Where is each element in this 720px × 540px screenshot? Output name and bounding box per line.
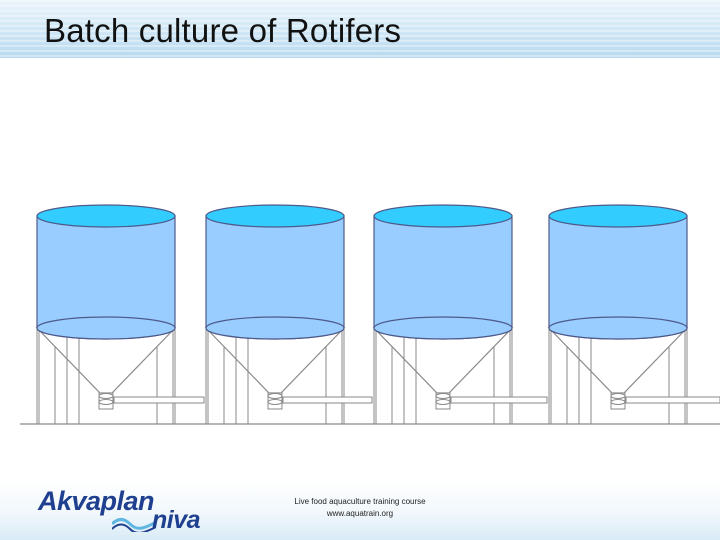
drain-pipe [282, 396, 373, 404]
logo-word-niva: niva [152, 506, 201, 534]
tank-water-surface [36, 204, 176, 228]
logo-wave-icon [112, 518, 156, 532]
outlet-valve-ring [98, 399, 114, 405]
title-bar-stripes [0, 0, 720, 58]
tank-bottom-rim [548, 316, 688, 340]
outlet-valve-ring [267, 399, 283, 405]
footer-band [0, 478, 720, 540]
outlet-valve-top [610, 393, 626, 399]
outlet-valve-ring [435, 399, 451, 405]
logo-word-akvaplan: Akvaplan [38, 486, 155, 516]
tank-leg-outer-left [373, 327, 377, 425]
tank-leg-outer-left [548, 327, 552, 425]
tank-leg-outer-right [509, 327, 513, 425]
title-bar: Batch culture of Rotifers [0, 0, 720, 58]
tank-leg-outer-right [341, 327, 345, 425]
tank-leg-outer-right [172, 327, 176, 425]
drain-pipe [450, 396, 548, 404]
outlet-valve-top [435, 393, 451, 399]
tank-bottom-rim [205, 316, 345, 340]
tank-bottom-rim [36, 316, 176, 340]
slide-title: Batch culture of Rotifers [44, 12, 402, 49]
drain-pipe [113, 396, 205, 404]
outlet-valve-ring [610, 399, 626, 405]
akvaplan-niva-logo: Akvaplan niva [36, 486, 216, 534]
drain-pipe [625, 396, 720, 404]
tank-water-surface [373, 204, 513, 228]
outlet-valve-top [98, 393, 114, 399]
tank-water-surface [548, 204, 688, 228]
tank-leg-outer-left [36, 327, 40, 425]
footer-course-text: Live food aquaculture training course [294, 497, 426, 506]
tank-leg-outer-left [205, 327, 209, 425]
tank-bottom-rim [373, 316, 513, 340]
outlet-valve-top [267, 393, 283, 399]
footer-url-text: www.aquatrain.org [326, 509, 394, 518]
tank-leg-outer-right [684, 327, 688, 425]
tank-water-surface [205, 204, 345, 228]
